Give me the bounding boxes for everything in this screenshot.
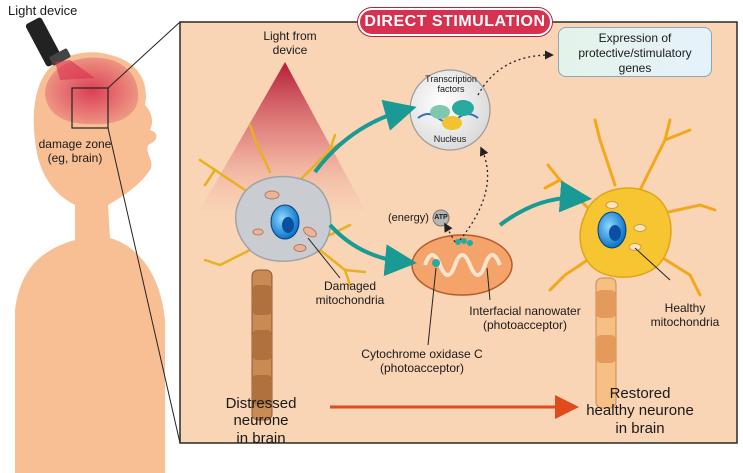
atp-label: ATP <box>434 214 448 221</box>
leader-lines <box>307 237 671 346</box>
energy-label: (energy) <box>388 212 429 224</box>
interfacial-nanowater-label: Interfacial nanowater (photoacceptor) <box>469 304 581 332</box>
light-cone <box>200 62 365 210</box>
damaged-mitochondria-label: Damaged mitochondria <box>315 279 385 307</box>
cytochrome-label: Cytochrome oxidase C (photoacceptor) <box>361 347 483 375</box>
process-arrows <box>313 50 592 419</box>
light-device-label: Light device <box>8 3 78 18</box>
light-device-icon <box>25 17 95 80</box>
nucleus-bubble <box>409 69 491 151</box>
page-title: DIRECT STIMULATION <box>358 8 552 36</box>
arrow-to-healthy-neuron <box>498 180 592 227</box>
healthy-mitochondria-label: Healthy mitochondria <box>650 301 720 329</box>
human-silhouette <box>15 21 181 473</box>
mitochondrion <box>411 234 513 296</box>
distressed-neuron <box>198 123 367 421</box>
damage-zone-label: damage zone (eg, brain) <box>38 137 112 165</box>
nucleus-label: Nucleus <box>433 134 467 144</box>
distressed-axon <box>251 269 273 421</box>
damaged-mitochondria-shapes <box>252 190 317 252</box>
restored-neurone-label: Restored healthy neurone in brain <box>586 385 694 437</box>
healthy-axon <box>595 277 617 409</box>
dotted-mito-to-atp <box>444 222 456 243</box>
atp-badge <box>432 209 450 227</box>
transcription-factors-label: Transcription factors <box>425 74 477 95</box>
arrow-to-nucleus <box>313 99 417 174</box>
arrow-to-mitochondrion <box>328 223 417 277</box>
distressed-neurone-label: Distressed neurone in brain <box>225 395 297 447</box>
light-from-device-label: Light from device <box>263 29 317 57</box>
gene-expression-box: Expression of protective/stimulatory gen… <box>558 27 712 77</box>
zoom-box <box>71 87 109 129</box>
